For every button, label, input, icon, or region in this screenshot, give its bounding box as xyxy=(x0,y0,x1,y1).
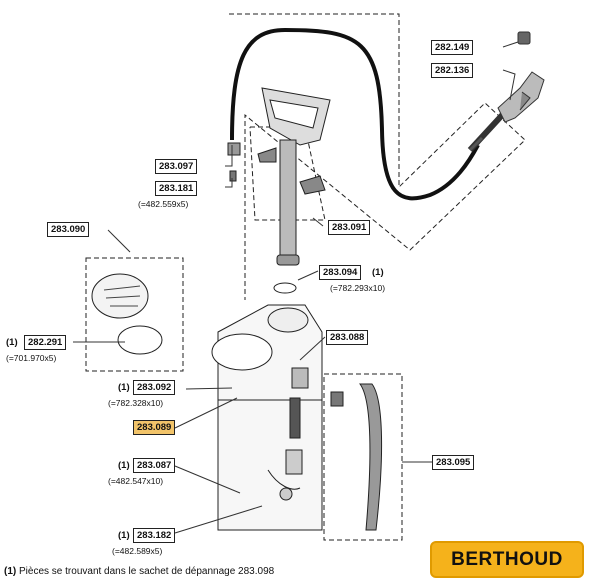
part-prefix-282-291: (1) xyxy=(6,337,18,348)
coupling-nut-icon xyxy=(227,142,241,156)
ring-seal-icon xyxy=(229,170,237,182)
part-note-282-291: (=701.970x5) xyxy=(6,353,57,363)
footnote-text: Pièces se trouvant dans le sachet de dép… xyxy=(16,566,275,577)
part-label-283-088[interactable]: 283.088 xyxy=(326,330,369,345)
carry-strap-icon xyxy=(330,383,383,531)
spray-lance-icon xyxy=(467,31,545,153)
part-label-282-136[interactable]: 282.136 xyxy=(431,63,474,78)
assembly-outline-strap xyxy=(323,373,403,541)
part-label-282-149[interactable]: 282.149 xyxy=(431,40,474,55)
pump-handle-icon xyxy=(257,87,331,266)
filler-cap-icon xyxy=(91,273,163,355)
part-label-283-097[interactable]: 283.097 xyxy=(155,159,198,174)
leader-lines xyxy=(73,41,519,534)
part-label-283-091[interactable]: 283.091 xyxy=(328,220,371,235)
part-note-283-087: (=482.547x10) xyxy=(108,476,164,486)
part-label-283-094[interactable]: 283.094 xyxy=(319,265,362,280)
footnote: (1) Pièces se trouvant dans le sachet de… xyxy=(4,566,274,577)
part-prefix-283-087: (1) xyxy=(118,460,130,471)
part-label-283-087[interactable]: 283.087 xyxy=(133,458,176,473)
footnote-marker: (1) xyxy=(4,566,17,577)
o-ring-icon xyxy=(273,282,297,294)
part-note-283-094: (=782.293x10) xyxy=(330,283,386,293)
brand-name: BERTHOUD xyxy=(451,549,563,570)
part-prefix-283-094: (1) xyxy=(372,267,384,278)
part-label-283-090[interactable]: 283.090 xyxy=(47,222,90,237)
part-prefix-283-092: (1) xyxy=(118,382,130,393)
part-label-283-181[interactable]: 283.181 xyxy=(155,181,198,196)
spray-hose-icon xyxy=(230,27,480,201)
part-note-283-092: (=782.328x10) xyxy=(108,398,164,408)
berthoud-logo: BERTHOUD xyxy=(430,541,584,578)
sprayer-tank-icon xyxy=(211,304,323,531)
part-label-282-291[interactable]: 282.291 xyxy=(24,335,67,350)
part-label-283-089[interactable]: 283.089 xyxy=(133,420,176,435)
assembly-outline-cap xyxy=(85,257,184,372)
part-label-283-092[interactable]: 283.092 xyxy=(133,380,176,395)
part-note-283-181: (=482.559x5) xyxy=(138,199,189,209)
part-prefix-283-182: (1) xyxy=(118,530,130,541)
part-note-283-182: (=482.589x5) xyxy=(112,546,163,556)
relief-valve-icon xyxy=(285,367,309,475)
part-label-283-095[interactable]: 283.095 xyxy=(432,455,475,470)
part-label-283-182[interactable]: 283.182 xyxy=(133,528,176,543)
